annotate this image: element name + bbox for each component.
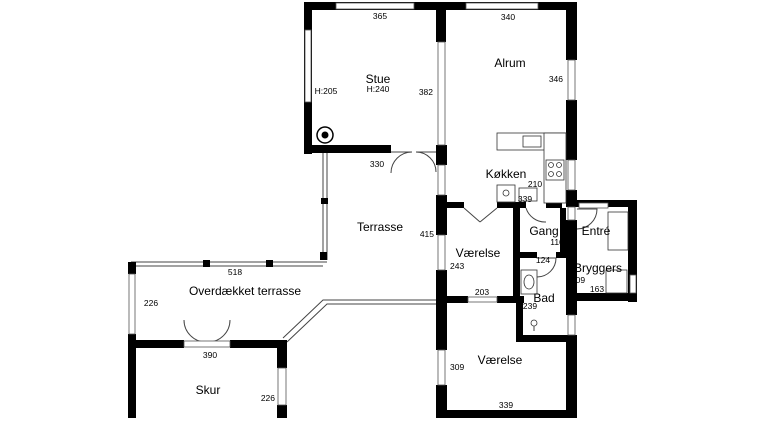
sink-icon xyxy=(496,184,538,203)
room-label-bad: Bad xyxy=(533,291,554,305)
dim-vaerelse2-309: 309 xyxy=(450,362,464,372)
dim-stue-left-height: H:205 xyxy=(315,86,338,96)
room-label-overdaekket: Overdækket terrasse xyxy=(189,284,301,298)
dim-stue-width: 365 xyxy=(373,11,387,21)
dim-gang-124: 124 xyxy=(536,255,550,265)
dim-alrum-width: 340 xyxy=(501,12,515,22)
dim-skur-390: 390 xyxy=(203,350,217,360)
room-label-vaerelse-2: Værelse xyxy=(478,353,523,367)
dim-overdaekket-226: 226 xyxy=(144,298,158,308)
dim-overdaekket-518: 518 xyxy=(228,267,242,277)
terrace-outline xyxy=(131,152,440,343)
room-label-entre: Entré xyxy=(582,224,611,238)
dim-bryggers-163: 163 xyxy=(590,284,604,294)
dim-vaerelse1-243: 243 xyxy=(450,261,464,271)
room-label-vaerelse-1: Værelse xyxy=(456,246,501,260)
dim-koekken-339: 339 xyxy=(518,194,532,204)
toilet-icon xyxy=(520,269,538,295)
room-labels: Stue H:240 Alrum Køkken Terrasse Overdæk… xyxy=(189,56,622,397)
room-label-koekken: Køkken xyxy=(486,167,527,181)
door-swing-icon xyxy=(183,151,609,348)
dim-vaerelse2-339: 339 xyxy=(499,400,513,410)
room-label-bryggers: Bryggers xyxy=(574,261,622,275)
room-label-terrasse: Terrasse xyxy=(357,220,403,234)
dim-skur-226: 226 xyxy=(261,393,275,403)
windows xyxy=(128,2,637,406)
dim-gang-116: 116 xyxy=(550,237,564,247)
shower-icon xyxy=(530,319,538,331)
chimney-icon xyxy=(316,126,334,144)
room-height-stue: H:240 xyxy=(367,84,390,94)
stove-icon xyxy=(545,159,565,181)
room-label-gang: Gang xyxy=(529,224,558,238)
dim-stue-depth: 382 xyxy=(419,87,433,97)
dim-alrum-depth: 346 xyxy=(549,74,563,84)
dimension-labels: 365 H:205 382 330 340 346 210 339 415 51… xyxy=(144,11,604,410)
dim-bryggers-109: 109 xyxy=(571,275,585,285)
dim-bad-239: 239 xyxy=(523,301,537,311)
dim-terrasse-415: 415 xyxy=(420,229,434,239)
room-label-alrum: Alrum xyxy=(494,56,525,70)
bryggers-cabinet xyxy=(605,211,629,294)
dim-vaerelse1-203: 203 xyxy=(475,287,489,297)
room-label-skur: Skur xyxy=(196,383,221,397)
dim-stue-bottom: 330 xyxy=(370,159,384,169)
dim-koekken-210: 210 xyxy=(528,179,542,189)
room-label-stue: Stue xyxy=(366,72,391,86)
